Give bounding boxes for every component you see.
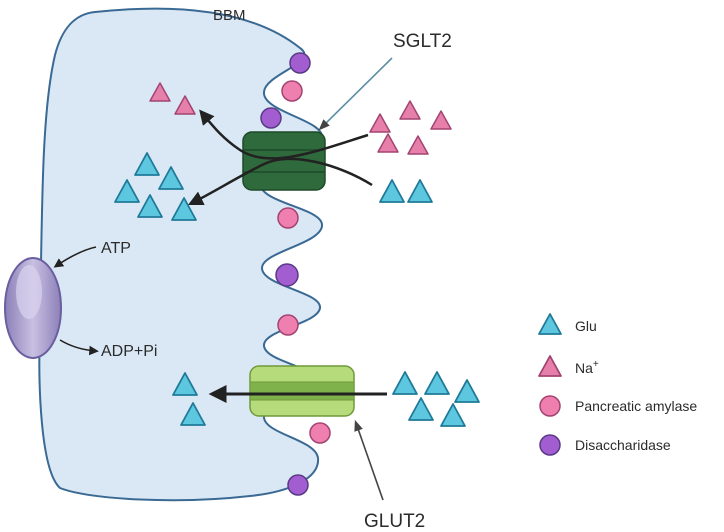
- bbm-label: BBM: [213, 7, 246, 24]
- legend-item-disaccharidase: Disaccharidase: [539, 434, 671, 456]
- adp-pi-label: ADP+Pi: [101, 343, 157, 360]
- glut2-transporter: [249, 365, 355, 417]
- na-triangle: [369, 113, 391, 133]
- na-triangle: [149, 82, 171, 102]
- glu-triangle: [171, 197, 197, 221]
- glu-triangle: [114, 179, 140, 203]
- atpase-pump: [4, 257, 62, 359]
- legend-disaccharidase-label: Disaccharidase: [575, 437, 671, 453]
- glu-triangle: [379, 179, 405, 203]
- glu-triangle: [392, 371, 418, 395]
- glut2-label: GLUT2: [364, 511, 425, 532]
- legend-amylase-label: Pancreatic amylase: [575, 398, 697, 414]
- sglt2-label: SGLT2: [393, 31, 452, 52]
- enterocyte-cell: [38, 7, 324, 502]
- sglt2-transporter: [242, 131, 326, 191]
- disaccharidase-legend-icon: [539, 434, 561, 456]
- legend-item-glu: Glu: [538, 313, 597, 335]
- glu-triangle: [137, 194, 163, 218]
- disaccharidase-marker: [287, 474, 309, 496]
- legend-item-na: Na+: [538, 355, 599, 377]
- glut2-leader-line: [354, 419, 384, 501]
- glu-transport-arrow: [187, 157, 373, 206]
- glu-triangle: [408, 397, 434, 421]
- na-triangle: [377, 133, 399, 153]
- glu-triangle: [454, 379, 480, 403]
- legend-na-label: Na+: [575, 359, 599, 376]
- glu-legend-icon: [538, 313, 562, 335]
- glu-triangle: [407, 179, 433, 203]
- amylase-marker: [309, 422, 331, 444]
- glu-triangle: [158, 166, 184, 190]
- atp-label: ATP: [101, 240, 131, 257]
- glu-triangle: [440, 403, 466, 427]
- disaccharidase-marker: [275, 263, 299, 287]
- amylase-legend-icon: [539, 395, 561, 417]
- legend: Glu Na+ Pancreatic amylase Disaccharidas…: [538, 313, 697, 456]
- legend-na-text: Na: [575, 360, 593, 376]
- disaccharidase-marker: [289, 52, 311, 74]
- na-transport-arrow: [199, 109, 369, 160]
- sglt2-leader-line: [318, 57, 393, 131]
- legend-item-amylase: Pancreatic amylase: [539, 395, 697, 417]
- atp-arrow: [53, 246, 97, 268]
- glu-triangle: [172, 372, 198, 396]
- glu-triangle: [424, 371, 450, 395]
- glu-triangle: [134, 152, 160, 176]
- amylase-marker: [281, 80, 303, 102]
- amylase-marker: [277, 314, 299, 336]
- na-triangle: [174, 95, 196, 115]
- na-triangle: [399, 100, 421, 120]
- adp-arrow: [59, 339, 99, 356]
- glu-triangle: [180, 402, 206, 426]
- amylase-marker: [277, 207, 299, 229]
- legend-glu-label: Glu: [575, 318, 597, 334]
- na-triangle: [407, 135, 429, 155]
- legend-na-superscript: +: [593, 359, 599, 370]
- disaccharidase-marker: [260, 107, 282, 129]
- na-triangle: [430, 110, 452, 130]
- na-legend-icon: [538, 355, 562, 377]
